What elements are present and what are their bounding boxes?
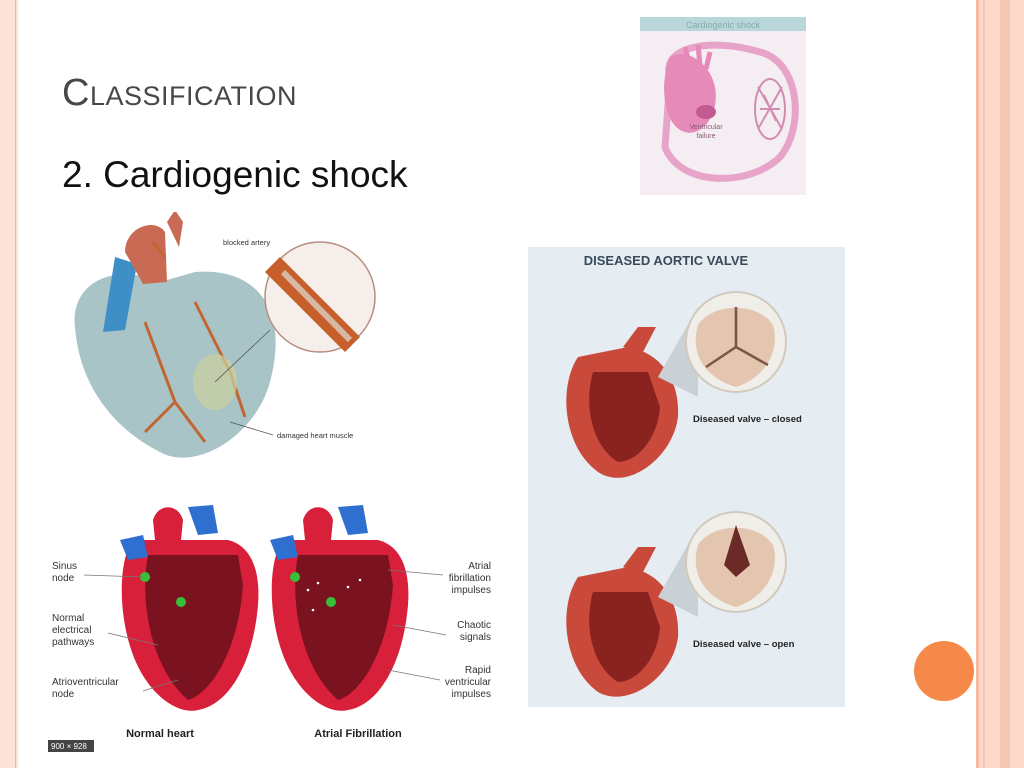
afib-right-label: Atrial [468, 561, 491, 572]
afib-left-label: Sinus [52, 561, 77, 572]
afib-left-label: electrical [52, 625, 91, 636]
cardiogenic-shock-image: Cardiogenic shock Ventricular failure [640, 17, 806, 195]
afib-caption: Atrial Fibrillation [314, 728, 402, 740]
failure-label: failure [696, 133, 715, 140]
closed-valve-group: Diseased valve – closed [566, 291, 802, 478]
frame-stripe [983, 0, 985, 768]
afib-right-label: impulses [452, 585, 491, 596]
slide-bullet: 2. Cardiogenic shock [62, 154, 408, 195]
decorative-orange-circle [914, 641, 974, 701]
afib-left-label: Normal [52, 613, 84, 624]
afib-heart-drawing [270, 505, 409, 711]
afib-left-label: node [52, 573, 75, 584]
atrial-fibrillation-image: Sinus node Normal electrical pathways At… [48, 495, 498, 753]
blocked-artery-label: blocked artery [223, 238, 270, 247]
valve-open-label: Diseased valve – open [693, 639, 795, 650]
image-size-watermark: 900 × 928 [51, 742, 87, 751]
left-frame-border [0, 0, 18, 768]
aortic-valve-title: DISEASED AORTIC VALVE [584, 253, 749, 268]
afib-left-label: node [52, 689, 75, 700]
afib-right-label: signals [460, 632, 491, 643]
shock-diagram-header: Cardiogenic shock [686, 20, 761, 30]
valve-closed-label: Diseased valve – closed [693, 414, 802, 425]
normal-heart-drawing [120, 505, 259, 711]
afib-left-label: Atrioventricular [52, 677, 119, 688]
afib-right-label: fibrillation [449, 573, 491, 584]
aortic-valve-image: DISEASED AORTIC VALVE Diseased valve – c… [528, 247, 845, 707]
slide-title: Classification [62, 72, 297, 114]
afib-right-label: Rapid [465, 665, 491, 676]
afib-left-label: pathways [52, 637, 94, 648]
afib-right-label: ventricular [445, 677, 492, 688]
blocked-artery-image: blocked artery damaged heart muscle [55, 212, 465, 480]
afib-right-label: Chaotic [457, 620, 491, 631]
frame-stripe [1000, 0, 1010, 768]
afib-right-label: impulses [452, 689, 491, 700]
frame-stripe [976, 0, 979, 768]
open-valve-group: Diseased valve – open [566, 511, 795, 697]
damaged-muscle-label: damaged heart muscle [277, 431, 353, 440]
ventricular-label: Ventricular [689, 124, 723, 131]
normal-heart-caption: Normal heart [126, 728, 194, 740]
